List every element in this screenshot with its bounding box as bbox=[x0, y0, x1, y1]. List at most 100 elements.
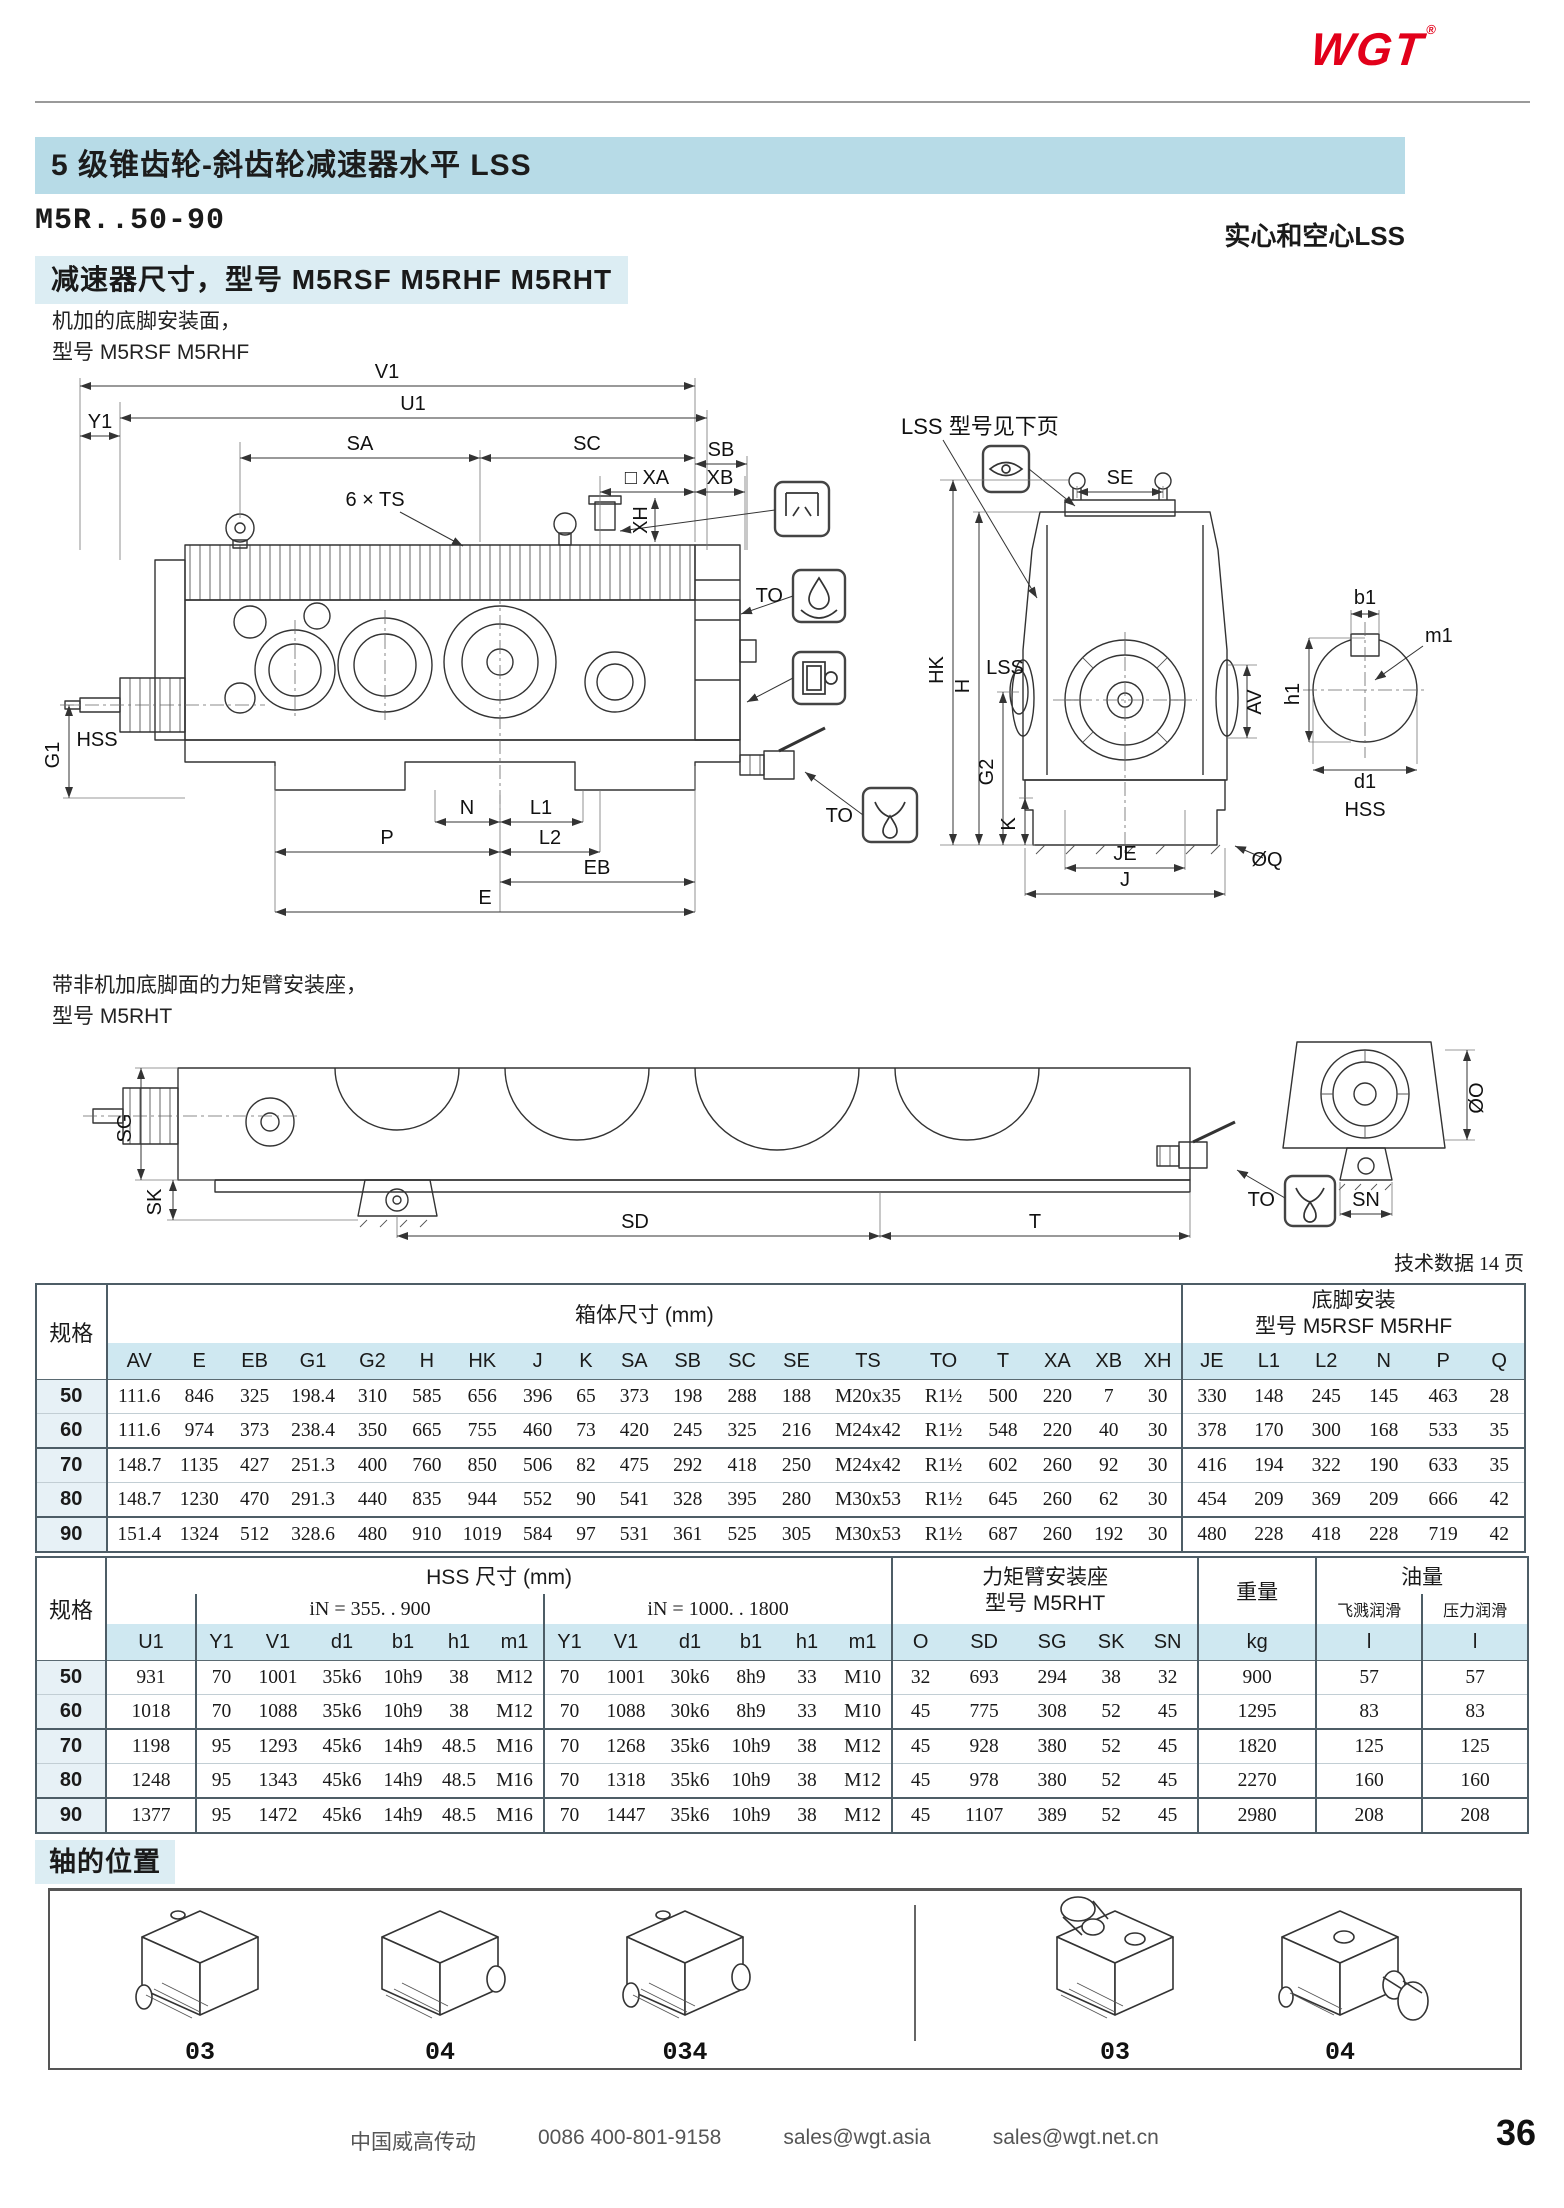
dim-value: M24x42 bbox=[823, 1413, 913, 1448]
dim-value: 73 bbox=[563, 1413, 609, 1448]
dim-value: 220 bbox=[1031, 1413, 1084, 1448]
dim-value: 245 bbox=[660, 1413, 715, 1448]
footer: 中国威高传动 0086 400-801-9158 sales@wgt.asia … bbox=[350, 2126, 1159, 2156]
dim-value: 52 bbox=[1084, 1694, 1139, 1729]
dim-value: M10 bbox=[834, 1694, 893, 1729]
dim-label-6ts: 6 × TS bbox=[345, 489, 404, 511]
dim-value: 52 bbox=[1084, 1728, 1139, 1764]
spec-cell: 60 bbox=[36, 1413, 108, 1448]
dim-label-sg: SG bbox=[114, 1114, 136, 1143]
dim-value: 30k6 bbox=[658, 1694, 722, 1729]
dim-value: 14h9 bbox=[374, 1763, 432, 1798]
column-header-xh: XH bbox=[1133, 1343, 1183, 1380]
dim-value: 1088 bbox=[594, 1694, 658, 1729]
dim-value: 90 bbox=[563, 1482, 609, 1517]
column-header-sb: SB bbox=[660, 1343, 715, 1380]
dim-value: 1248 bbox=[106, 1763, 196, 1798]
shaft-variant-03-hollow bbox=[1056, 1896, 1174, 2019]
dim-value: 14h9 bbox=[374, 1797, 432, 1833]
dim-value: 1377 bbox=[106, 1797, 196, 1833]
shaft-position-title: 轴的位置 bbox=[35, 1840, 175, 1884]
dim-value: 291.3 bbox=[281, 1482, 345, 1517]
gearbox-side-view bbox=[60, 495, 826, 810]
dim-value: 300 bbox=[1297, 1413, 1356, 1448]
dim-value: 1135 bbox=[170, 1447, 228, 1483]
dim-label-g1: G1 bbox=[42, 742, 64, 769]
dim-value: 228 bbox=[1355, 1516, 1412, 1552]
shaft-variant-03 bbox=[135, 1910, 259, 2019]
dim-value: 38 bbox=[780, 1763, 834, 1798]
dim-value: 245 bbox=[1297, 1379, 1356, 1414]
note1-line1: 机加的底脚安装面， bbox=[52, 310, 241, 333]
dim-value: 188 bbox=[769, 1379, 824, 1414]
dim-label-j: J bbox=[1120, 869, 1130, 891]
dim-value: 45 bbox=[1138, 1763, 1199, 1798]
column-header-sk: SK bbox=[1084, 1624, 1139, 1661]
dim-value: 208 bbox=[1315, 1797, 1423, 1833]
column-header-v1: V1 bbox=[246, 1624, 310, 1661]
dim-value: 70 bbox=[543, 1660, 594, 1695]
front-view-m5rht-dimensions bbox=[1339, 1049, 1475, 1218]
dim-value: 30k6 bbox=[658, 1660, 722, 1695]
footer-company: 中国威高传动 bbox=[350, 2131, 476, 2154]
dim-value: 1293 bbox=[246, 1728, 310, 1764]
dim-value: 111.6 bbox=[106, 1379, 171, 1414]
column-header-av: AV bbox=[106, 1343, 171, 1380]
dim-value: 70 bbox=[543, 1763, 594, 1798]
header-divider bbox=[35, 101, 1530, 103]
dim-value: 170 bbox=[1240, 1413, 1298, 1448]
dim-value: 52 bbox=[1084, 1763, 1139, 1798]
column-header-xb: XB bbox=[1083, 1343, 1134, 1380]
column-header-xa: XA bbox=[1031, 1343, 1084, 1380]
column-header-l: l bbox=[1315, 1624, 1423, 1661]
dim-label-xa: □ XA bbox=[625, 467, 670, 489]
footer-email-primary[interactable]: sales@wgt.asia bbox=[783, 2126, 931, 2149]
dim-value: 45 bbox=[1138, 1728, 1199, 1764]
dim-value: 427 bbox=[227, 1447, 282, 1483]
dim-value: 460 bbox=[511, 1413, 564, 1448]
dim-value: 656 bbox=[453, 1379, 512, 1414]
dim-value: 198 bbox=[660, 1379, 715, 1414]
dim-value: 1001 bbox=[594, 1660, 658, 1695]
dim-value: 45 bbox=[891, 1763, 949, 1798]
dim-value: 38 bbox=[432, 1694, 486, 1729]
dim-value: 506 bbox=[511, 1447, 564, 1483]
dim-value: 35k6 bbox=[658, 1728, 722, 1764]
dim-value: 125 bbox=[1315, 1728, 1423, 1764]
dim-value: R1½ bbox=[912, 1413, 975, 1448]
dim-value: R1½ bbox=[912, 1516, 975, 1552]
dim-value: 38 bbox=[780, 1728, 834, 1764]
dim-value: 1447 bbox=[594, 1797, 658, 1833]
dim-value: 220 bbox=[1031, 1379, 1084, 1414]
dim-value: 396 bbox=[511, 1379, 564, 1414]
dim-value: 305 bbox=[769, 1516, 824, 1552]
dim-value: 32 bbox=[1138, 1660, 1199, 1695]
column-header-t: T bbox=[974, 1343, 1032, 1380]
logo-text: WGT bbox=[1308, 23, 1428, 75]
dim-value: 251.3 bbox=[281, 1447, 345, 1483]
dim-value: M10 bbox=[834, 1660, 893, 1695]
dim-label-n: N bbox=[460, 797, 474, 819]
dim-value: 378 bbox=[1181, 1413, 1241, 1448]
dim-value: 160 bbox=[1421, 1763, 1529, 1798]
column-header-sc: SC bbox=[714, 1343, 770, 1380]
footer-email-secondary[interactable]: sales@wgt.net.cn bbox=[992, 2126, 1159, 2149]
spec-cell: 60 bbox=[36, 1694, 107, 1729]
dim-value: 910 bbox=[400, 1516, 454, 1552]
ratio-range-2: iN = 1000. . 1800 bbox=[542, 1594, 893, 1624]
dim-value: 38 bbox=[780, 1797, 834, 1833]
torque-arm-group-header: 力矩臂安装座型号 M5RHT bbox=[891, 1557, 1199, 1624]
weight-group-header: 重量 bbox=[1197, 1557, 1317, 1624]
tech-data-reference: 技术数据 14 页 bbox=[1394, 1253, 1524, 1275]
note2-line2: 型号 M5RHT bbox=[52, 1005, 173, 1028]
dim-value: 633 bbox=[1411, 1447, 1475, 1483]
shaft-variant-label-0: 03 bbox=[185, 2038, 215, 2067]
column-header-ts: TS bbox=[823, 1343, 913, 1380]
dim-value: 260 bbox=[1031, 1482, 1084, 1517]
